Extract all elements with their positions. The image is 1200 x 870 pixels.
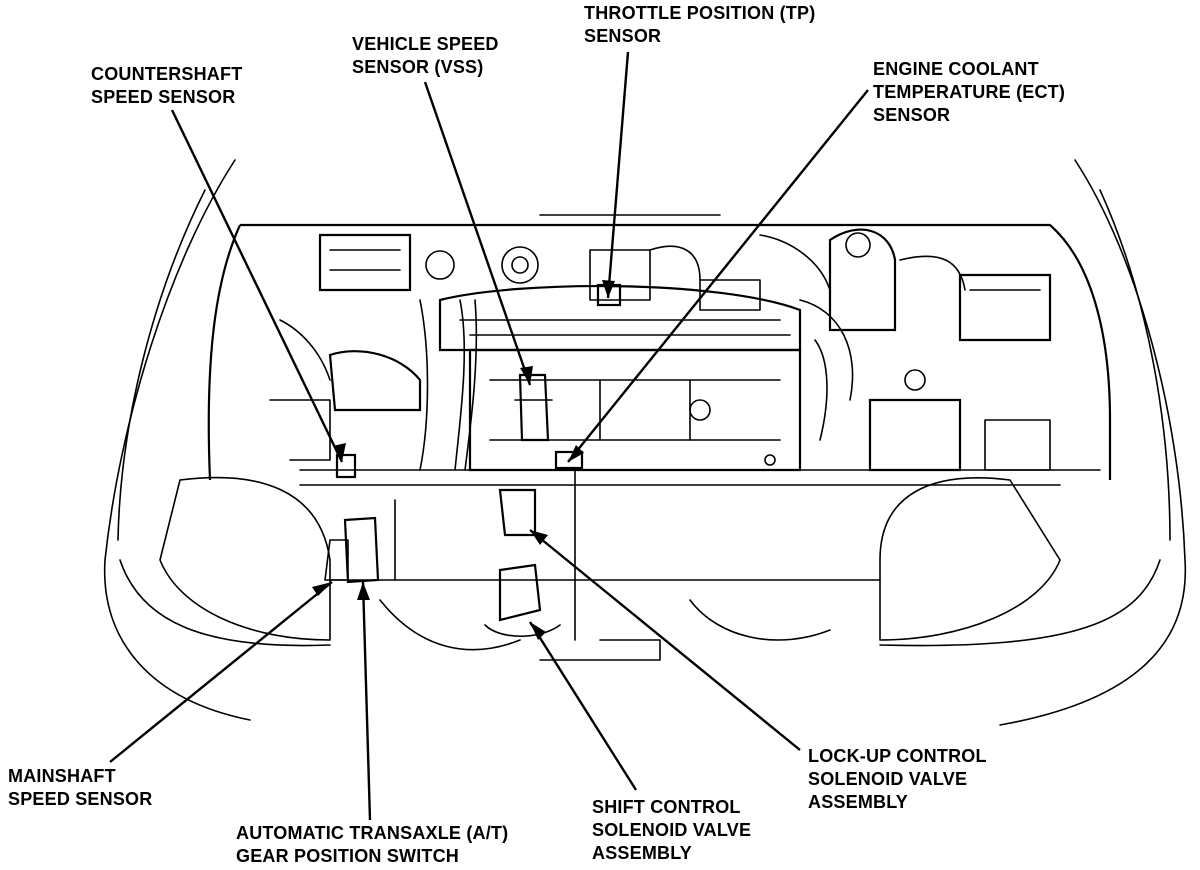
arrowhead bbox=[602, 280, 615, 298]
arrowhead bbox=[312, 582, 332, 596]
label-countershaft-speed-sensor: COUNTERSHAFT SPEED SENSOR bbox=[91, 64, 243, 107]
label-engine-coolant-temperature-sensor: ENGINE COOLANT TEMPERATURE (ECT) SENSOR bbox=[873, 59, 1066, 125]
label-lockup-control-solenoid: LOCK-UP CONTROL SOLENOID VALVE ASSEMBLY bbox=[808, 746, 987, 812]
arrowhead bbox=[530, 530, 548, 545]
engine-bay bbox=[207, 214, 1112, 641]
arrowhead bbox=[568, 445, 584, 462]
leader-mainshaft bbox=[109, 581, 333, 763]
label-shift-control-solenoid: SHIFT CONTROL SOLENOID VALVE ASSEMBLY bbox=[592, 797, 752, 863]
leader-gear-switch bbox=[361, 581, 372, 821]
arrowhead bbox=[530, 622, 546, 640]
leader-lines bbox=[109, 51, 869, 821]
arrowhead bbox=[357, 582, 370, 600]
label-vehicle-speed-sensor: VEHICLE SPEED SENSOR (VSS) bbox=[352, 34, 499, 77]
leader-shift-control bbox=[528, 621, 638, 791]
leader-throttle bbox=[606, 51, 630, 299]
label-mainshaft-speed-sensor: MAINSHAFT SPEED SENSOR bbox=[8, 766, 153, 809]
leader-ect bbox=[567, 89, 869, 463]
arrowhead bbox=[333, 443, 346, 462]
leader-vss bbox=[423, 81, 532, 386]
label-throttle-position-sensor: THROTTLE POSITION (TP) SENSOR bbox=[584, 3, 816, 46]
leader-lockup bbox=[529, 529, 801, 751]
label-gear-position-switch: AUTOMATIC TRANSAXLE (A/T) GEAR POSITION … bbox=[236, 823, 509, 866]
vehicle-body-outline bbox=[103, 159, 1187, 726]
arrowhead bbox=[520, 366, 533, 385]
leader-countershaft bbox=[170, 109, 344, 463]
